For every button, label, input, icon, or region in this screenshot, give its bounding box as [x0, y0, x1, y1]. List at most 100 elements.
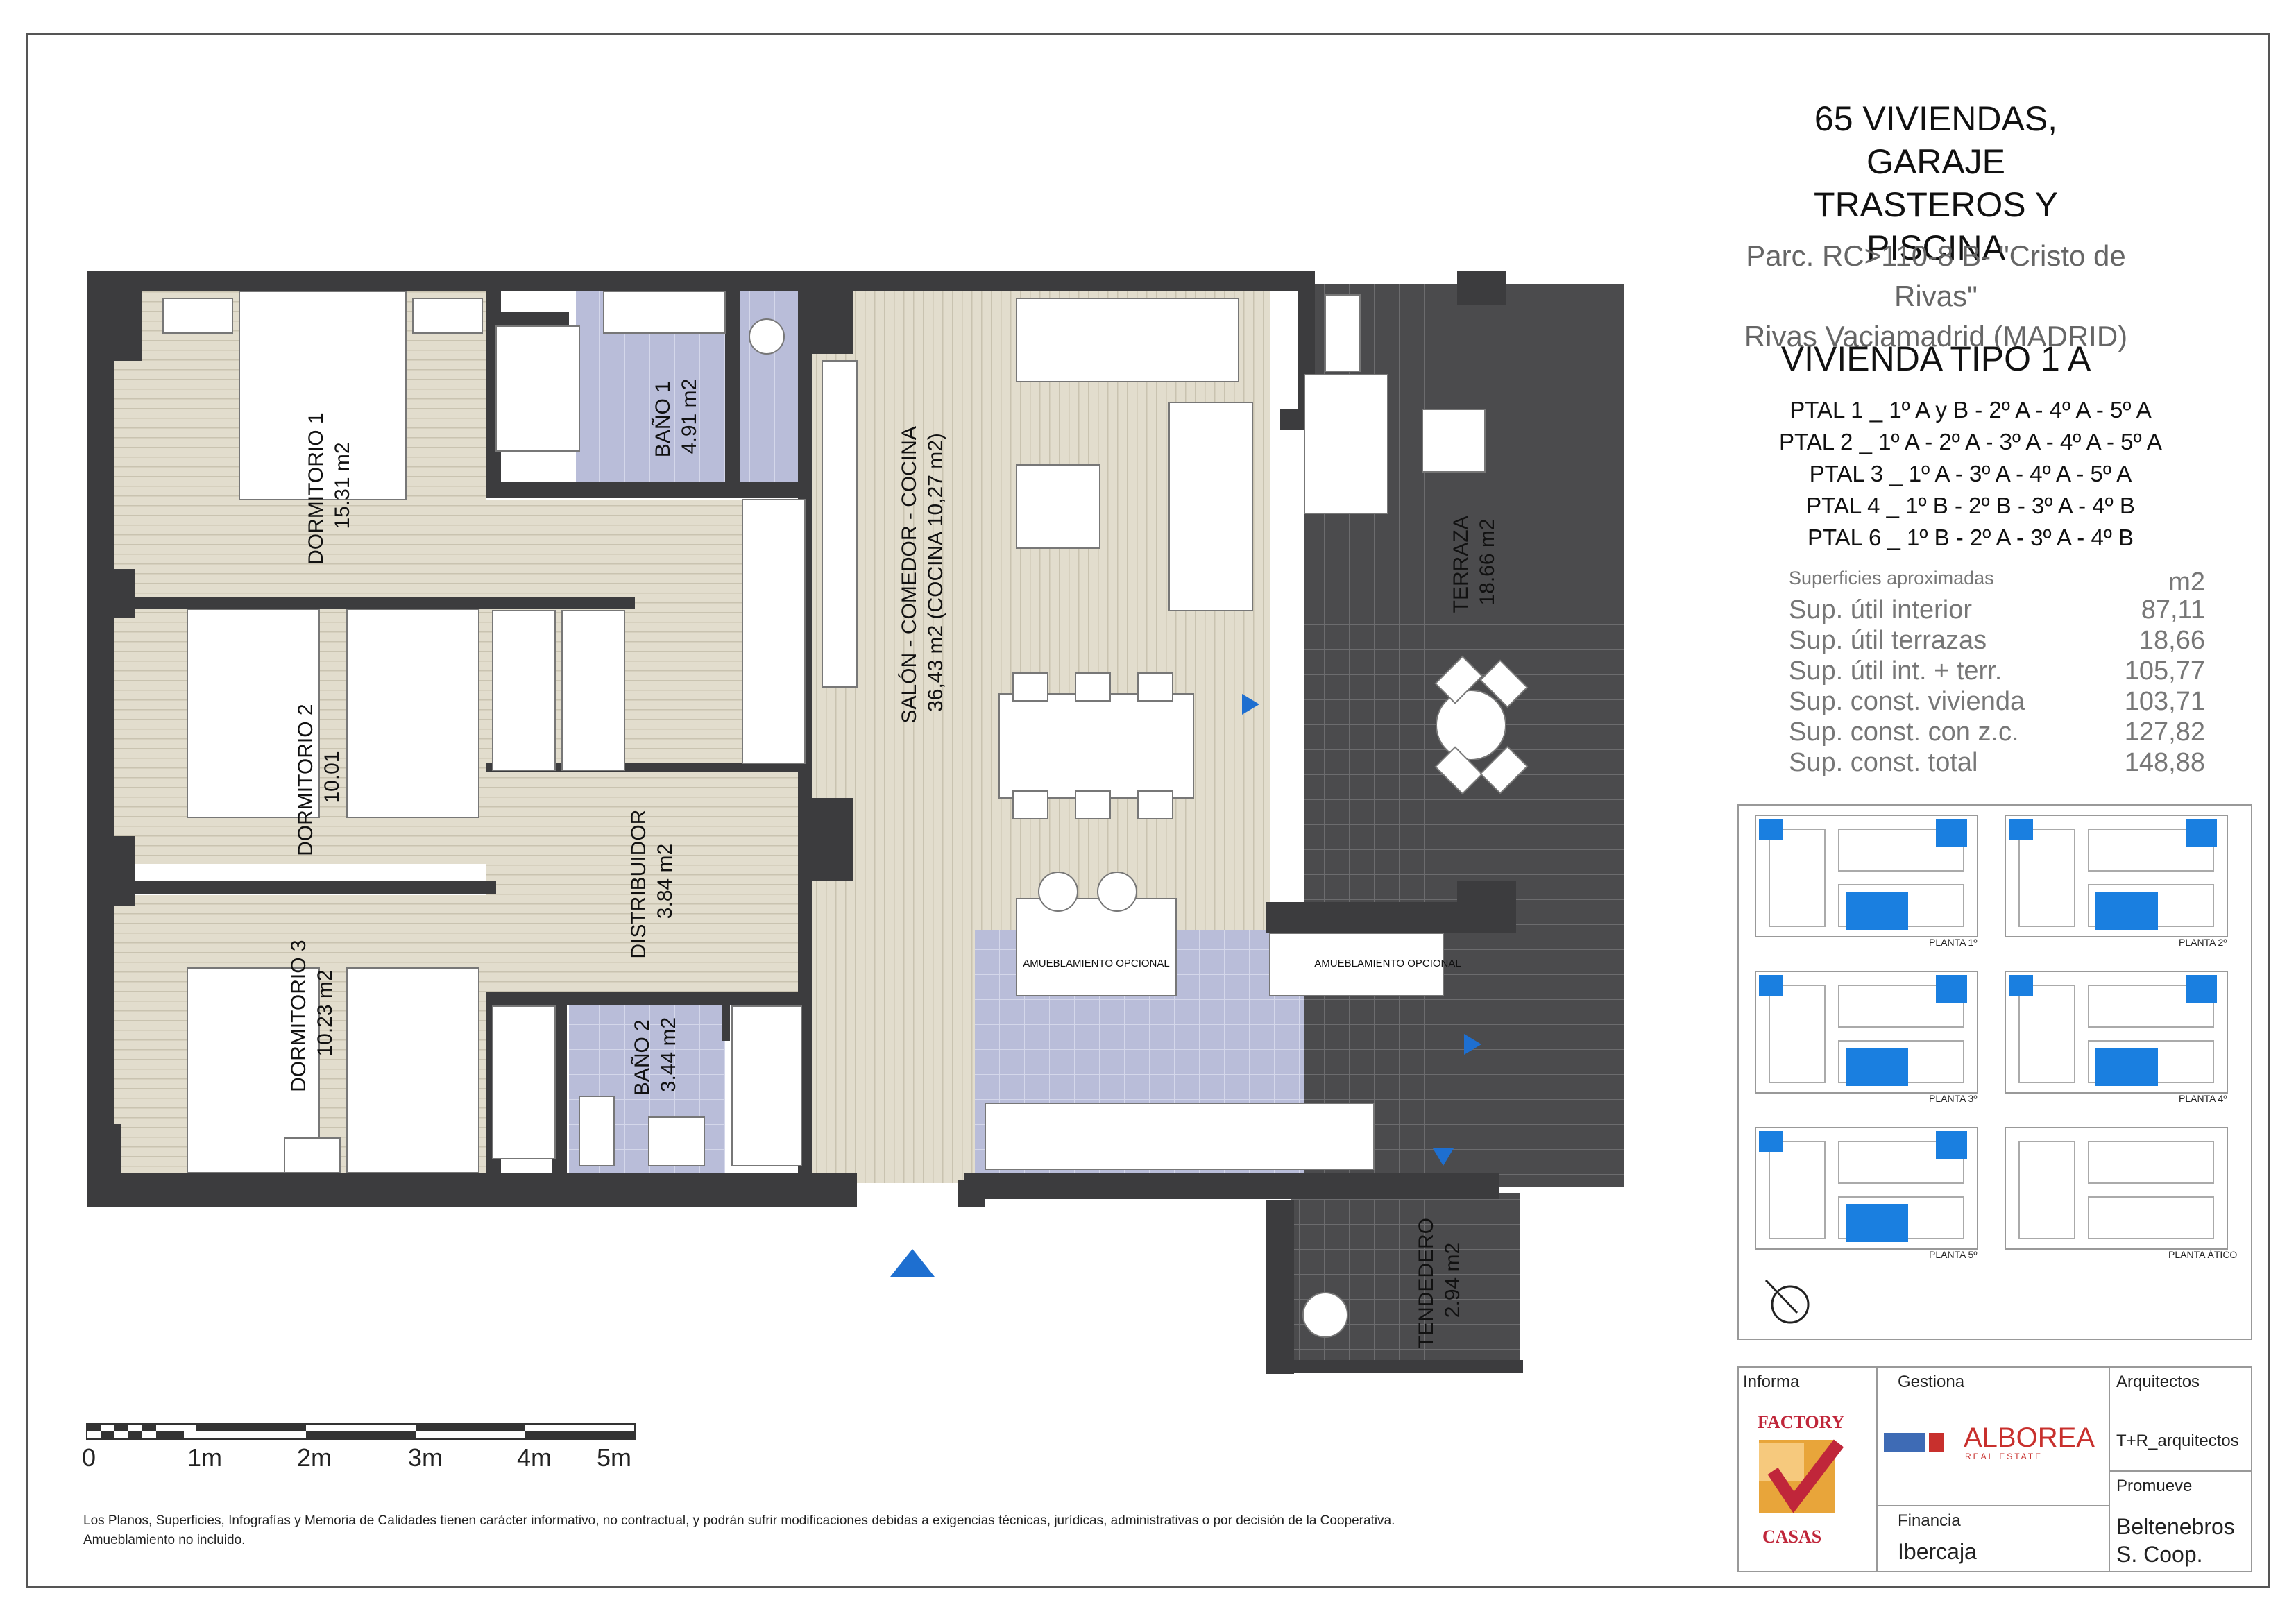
arquitectos-name: T+R_arquitectos	[2116, 1431, 2239, 1450]
keyplan-shape	[1759, 1131, 1783, 1152]
floor-list-item: PTAL 1 _ 1º A y B - 2º A - 4º A - 5º A	[1789, 397, 2152, 423]
keyplan-shape	[1759, 819, 1783, 840]
promueve-name-line2: S. Coop.	[2116, 1542, 2203, 1567]
gestiona-label: Gestiona	[1898, 1373, 1965, 1391]
surface-value: 103,71	[2124, 687, 2205, 716]
surfaces-heading-row: Superficies aproximadas m2	[1789, 568, 2205, 598]
tendedero-floor	[1291, 1193, 1520, 1370]
dining-table	[998, 693, 1194, 799]
legal-line1: Los Planos, Superficies, Infografías y M…	[83, 1513, 1395, 1528]
legal-notice: Los Planos, Superficies, Infografías y M…	[83, 1511, 1749, 1550]
surfaces-unit: m2	[2168, 568, 2205, 597]
credits-table	[1737, 1366, 2252, 1572]
room-label-distribuidor: DISTRIBUIDOR 3.84 m2	[627, 804, 677, 958]
sofa-side	[1168, 402, 1253, 611]
casas-logo-text: CASAS	[1762, 1527, 1822, 1547]
alborea-logo-icon	[1884, 1433, 1944, 1452]
scale-label: 3m	[408, 1443, 443, 1472]
factory-casas-logo	[1759, 1439, 1844, 1513]
entrance-arrow	[890, 1249, 935, 1277]
optional-unit	[1269, 933, 1444, 996]
sofa	[1016, 298, 1239, 382]
keyplan-shape	[2009, 975, 2033, 996]
keyplan-label: PLANTA 1º	[1929, 937, 1978, 948]
floor-list-item: PTAL 3 _ 1º A - 3º A - 4º A - 5º A	[1809, 461, 2132, 486]
surface-label: Sup. útil terrazas	[1789, 626, 1987, 655]
keyplan-shape	[2018, 985, 2075, 1083]
surface-row: Sup. útil terrazas 18,66	[1789, 626, 2205, 656]
keyplan-shape	[2088, 1141, 2214, 1184]
project-title-line2: TRASTEROS Y PISCINA	[1814, 185, 2058, 267]
keyplan-shape	[2088, 985, 2214, 1028]
bathtub	[731, 1005, 802, 1166]
scale-label: 4m	[517, 1443, 552, 1472]
alborea-sub: REAL ESTATE	[1965, 1452, 2043, 1461]
optional-furniture-label: AMUEBLAMIENTO OPCIONAL	[1314, 958, 1461, 969]
promueve-label: Promueve	[2116, 1477, 2193, 1495]
north-compass-icon	[1764, 1279, 1810, 1324]
surface-label: Sup. útil int. + terr.	[1789, 656, 2002, 686]
keyplan-label: PLANTA 4º	[2179, 1093, 2227, 1104]
keyplan-shape	[1846, 892, 1908, 930]
floor-list-item: PTAL 2 _ 1º A - 2º A - 3º A - 4º A - 5º …	[1779, 429, 2162, 454]
keyplan-shape	[1936, 1131, 1967, 1159]
bed-dorm-2b	[346, 609, 479, 818]
tv-unit	[822, 360, 858, 688]
promueve-name: Beltenebros S. Coop.	[2116, 1513, 2235, 1568]
keyplan-shape	[2186, 819, 2217, 847]
informa-label: Informa	[1743, 1373, 1800, 1391]
surface-row: Sup. const. vivienda 103,71	[1789, 687, 2205, 717]
coffee-table	[1016, 464, 1100, 549]
keyplan-shape	[1769, 1141, 1826, 1239]
bed-dorm-1	[239, 291, 407, 500]
keyplan-shape	[1936, 975, 1967, 1003]
room-label-dorm3: DORMITORIO 3 10.23 m2	[287, 934, 337, 1092]
wardrobe-3	[742, 499, 806, 764]
factory-logo-text: FACTORY	[1758, 1412, 1845, 1432]
room-label-terraza: TERRAZA 18.66 m2	[1449, 511, 1499, 613]
keyplan-label: PLANTA ÁTICO	[2168, 1249, 2238, 1260]
room-label-dorm1: DORMITORIO 1 15.31 m2	[305, 407, 354, 565]
keyplan-shape	[1759, 975, 1783, 996]
room-label-salon: SALÓN - COMEDOR - COCINA 36,43 m2 (COCIN…	[898, 421, 947, 723]
keyplan-shape	[2088, 1196, 2214, 1239]
keyplan-shape	[1936, 819, 1967, 847]
keyplan-label: PLANTA 5º	[1929, 1249, 1978, 1260]
room-label-tendedero: TENDEDERO 2.94 m2	[1415, 1212, 1464, 1349]
arquitectos-label: Arquitectos	[2116, 1373, 2200, 1391]
keyplan-shape	[1755, 971, 1978, 1094]
surface-label: Sup. útil interior	[1789, 595, 1973, 624]
keyplan-shape	[2005, 815, 2228, 937]
furniture	[162, 291, 1529, 1338]
surfaces-heading: Superficies aproximadas	[1789, 568, 1994, 588]
keyplan-shape	[2018, 829, 2075, 927]
view-arrow	[1464, 1034, 1481, 1055]
view-arrow	[1433, 1148, 1454, 1166]
keyplan-shape	[1846, 1048, 1908, 1086]
view-arrow	[1242, 694, 1259, 715]
keyplans	[1737, 804, 2252, 1340]
surface-row: Sup. const. con z.c. 127,82	[1789, 717, 2205, 748]
surface-value: 87,11	[2141, 595, 2205, 624]
drawing-frame	[26, 33, 2270, 1588]
wardrobe-4	[492, 1005, 556, 1159]
terrace-round-table	[1436, 690, 1506, 760]
scale-label: 0	[82, 1443, 96, 1472]
keyplan-shape	[1846, 1204, 1908, 1242]
keyplan-shape	[2005, 971, 2228, 1094]
parcel-line1: Parc. RC>110-8 B- "Cristo de Rivas"	[1746, 239, 2126, 312]
keyplan-shape	[1838, 985, 1964, 1028]
alborea-name: ALBOREA	[1964, 1422, 2095, 1453]
legal-line2: Amueblamiento no incluido.	[83, 1533, 246, 1547]
surface-value: 105,77	[2124, 656, 2205, 686]
surface-row: Sup. útil int. + terr. 105,77	[1789, 656, 2205, 687]
keyplan-shape	[2095, 1048, 2158, 1086]
keyplan-shape	[1755, 1127, 1978, 1250]
room-label-bano1: BAÑO 1 4.91 m2	[651, 375, 701, 457]
kitchen-counter	[985, 1103, 1375, 1170]
surface-label: Sup. const. vivienda	[1789, 687, 2025, 716]
keyplan-label: PLANTA 2º	[2179, 937, 2227, 948]
surface-row: Sup. const. total 148,88	[1789, 748, 2205, 779]
promueve-name-line1: Beltenebros	[2116, 1514, 2235, 1539]
